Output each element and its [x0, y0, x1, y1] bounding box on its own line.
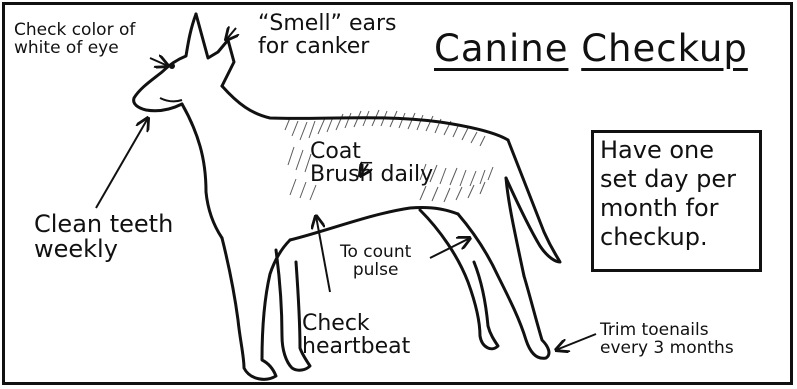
- heartbeat-label: Check heartbeat: [302, 312, 410, 358]
- teeth-label: Clean teeth weekly: [34, 212, 173, 262]
- box-line: checkup.: [600, 223, 755, 252]
- box-line: month for: [600, 194, 755, 223]
- toenails-label: Trim toenails every 3 months: [600, 322, 734, 358]
- checkup-reminder-box: Have one set day per month for checkup.: [591, 130, 762, 272]
- pointer-arrows: [96, 28, 596, 350]
- page-title: Canine Checkup: [434, 30, 748, 69]
- dog-eye: [169, 63, 175, 69]
- eye-label: Check color of white of eye: [14, 22, 135, 58]
- pulse-label: To count pulse: [340, 244, 411, 280]
- box-line: Have one: [600, 136, 755, 165]
- ears-label: “Smell” ears for canker: [258, 12, 396, 58]
- coat-label: Coat_ Brush daily: [310, 140, 433, 186]
- box-line: set day per: [600, 165, 755, 194]
